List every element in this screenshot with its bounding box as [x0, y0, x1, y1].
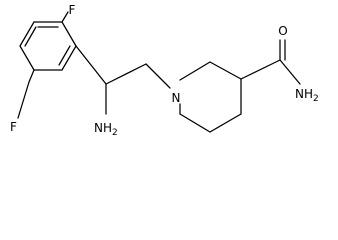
bond-ring — [179, 61, 211, 81]
bond-c-f-bottom — [28, 69, 35, 83]
bond-c-f-bottom-tail — [17, 81, 30, 119]
atom-label-ring-nitrogen: N — [172, 91, 181, 105]
bond-ring — [61, 45, 77, 71]
bond-ring — [19, 21, 35, 47]
atom-label-amide: NH2 — [295, 87, 319, 104]
bond-ring-double — [24, 26, 37, 47]
atom-label-f-bottom: F — [10, 120, 17, 134]
bond-c-nh2 — [279, 59, 301, 85]
piperidine-ring — [179, 61, 242, 133]
amine-nh: NH — [94, 121, 112, 135]
amide-nh: NH — [295, 87, 313, 101]
chemical-structure: F F NH2 N O NH2 — [10, 3, 319, 138]
bond-aryl-ch — [75, 45, 107, 85]
bond-ring — [19, 45, 35, 71]
bond-ring-double — [58, 45, 71, 66]
atom-label-f-top: F — [69, 3, 76, 17]
bond-ring — [179, 113, 211, 133]
atom-label-carbonyl-oxygen: O — [278, 24, 287, 38]
amine-subscript: 2 — [112, 128, 118, 138]
amide-subscript: 2 — [313, 94, 319, 104]
benzene-ring — [19, 21, 77, 71]
bond-ring-carbonyl — [240, 59, 281, 80]
bond-c-f-top — [61, 11, 69, 23]
bond-ring — [209, 113, 242, 133]
bond-ch-ch2 — [105, 63, 147, 85]
bond-ring — [209, 61, 242, 80]
bond-ring — [61, 21, 77, 47]
bond-ch2-n — [145, 63, 171, 89]
atom-label-amine: NH2 — [94, 121, 118, 138]
